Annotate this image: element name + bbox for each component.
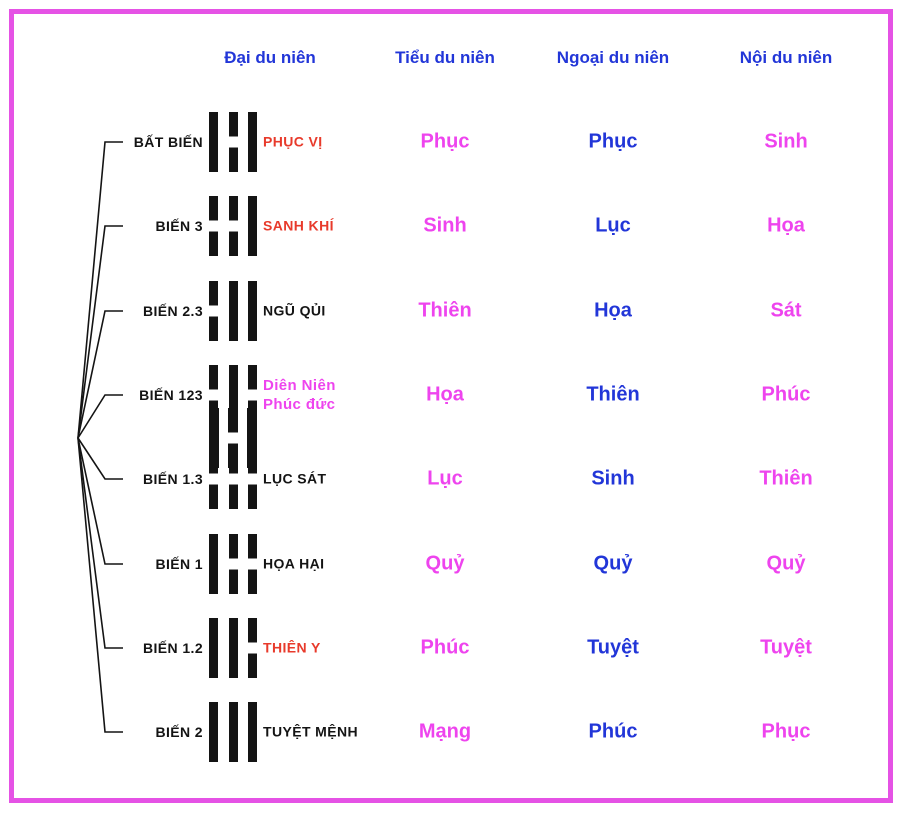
variation-row: BIẾN 2.3 NGŨ QỦI Thiên Họa Sát: [0, 269, 913, 353]
noi-du-nien-value: Tuyệt: [760, 636, 812, 659]
trigram-bar-broken: [228, 408, 238, 468]
noi-du-nien-value: Thiên: [759, 467, 813, 490]
column-header-dai-du-nien: Đại du niên: [224, 48, 316, 67]
branch-label: BIẾN 1.2: [143, 640, 203, 656]
trigram-bar-broken: [228, 112, 238, 172]
noi-du-nien-value: Sinh: [764, 130, 808, 153]
variation-row: BIẾN 1.3 LỤC SÁT Lục Sinh Thiên: [0, 437, 913, 521]
trigram-bar-solid: [209, 618, 218, 678]
trigram-bar-broken: [209, 281, 218, 341]
noi-du-nien-value: Họa: [767, 214, 805, 237]
branch-label: BIẾN 2.3: [143, 303, 203, 319]
dai-du-nien-name: TUYỆT MỆNH: [263, 723, 358, 740]
dai-du-nien-name: THIÊN Y: [263, 639, 321, 656]
ngoai-du-nien-value: Lục: [595, 214, 631, 237]
trigram-bar-broken: [228, 449, 238, 509]
root-trigram: [209, 408, 257, 468]
column-header-noi-du-nien: Nội du niên: [739, 48, 833, 67]
dai-du-nien-name: LỤC SÁT: [263, 470, 327, 487]
branch-line: [77, 437, 123, 649]
trigram: [209, 449, 257, 509]
variation-row: BIẾN 1.2 THIÊN Y Phúc Tuyệt Tuyệt: [0, 606, 913, 690]
trigram: [209, 534, 257, 594]
trigram: [209, 702, 257, 762]
column-header-tieu-du-nien: Tiểu du niên: [395, 48, 495, 67]
branch-line: [77, 141, 123, 439]
trigram-bar-solid: [247, 408, 257, 468]
branch-label: BẤT BIẾN: [133, 134, 203, 150]
tieu-du-nien-value: Mạng: [418, 720, 472, 743]
trigram: [209, 112, 257, 172]
ngoai-du-nien-value: Phúc: [588, 720, 638, 743]
variation-row: BIẾN 1 HỌA HẠI Quỷ Quỷ Quỷ: [0, 522, 913, 606]
branch-label: BIẾN 3: [155, 218, 203, 234]
ngoai-du-nien-value: Sinh: [591, 467, 635, 490]
dai-du-nien-name: HỌA HẠI: [263, 555, 325, 572]
branch-label: BIẾN 1.3: [143, 471, 203, 487]
ngoai-du-nien-value: Quỷ: [593, 552, 633, 575]
branch-line: [77, 437, 123, 733]
dai-du-nien-name: PHỤC VỊ: [263, 133, 323, 150]
trigram-bar-solid: [209, 112, 218, 172]
ngoai-du-nien-value: Họa: [594, 299, 632, 322]
tieu-du-nien-value: Phục: [420, 130, 470, 153]
branch-line: [77, 310, 123, 439]
tieu-du-nien-value: Quỷ: [425, 552, 465, 575]
trigram-bar-broken: [209, 365, 218, 425]
trigram-bar-solid: [228, 365, 238, 425]
trigram-bar-solid: [228, 618, 238, 678]
trigram-bar-broken: [248, 365, 257, 425]
noi-du-nien-value: Sát: [770, 299, 802, 322]
trigram: [209, 365, 257, 425]
trigram-bar-broken: [209, 449, 218, 509]
branch-line: [77, 437, 123, 565]
dai-du-nien-name: SANH KHÍ: [263, 217, 334, 234]
branch-label: BIẾN 2: [155, 724, 203, 740]
variation-row: BIẾN 123 Diên Niên Phúc đức Họa Thiên Ph…: [0, 353, 913, 437]
trigram-bar-solid: [228, 281, 238, 341]
trigram-bar-solid: [248, 112, 257, 172]
trigram-bar-broken: [248, 534, 257, 594]
trigram-bar-broken: [228, 534, 238, 594]
column-header-ngoai-du-nien: Ngoại du niên: [556, 48, 670, 67]
trigram-bar-broken: [248, 449, 257, 509]
tieu-du-nien-value: Phúc: [420, 636, 470, 659]
variation-row: BIẾN 2 TUYỆT MỆNH Mạng Phúc Phục: [0, 690, 913, 774]
trigram-bar-solid: [228, 702, 238, 762]
trigram-bar-solid: [248, 196, 257, 256]
trigram: [209, 196, 257, 256]
ngoai-du-nien-value: Phục: [588, 130, 638, 153]
trigram-bar-solid: [209, 702, 218, 762]
branch-line: [77, 225, 123, 439]
variation-row: BIẾN 3 SANH KHÍ Sinh Lục Họa: [0, 184, 913, 268]
tieu-du-nien-value: Họa: [426, 383, 464, 406]
trigram-bar-broken: [209, 196, 218, 256]
noi-du-nien-value: Phúc: [761, 383, 811, 406]
trigram-bar-solid: [209, 408, 219, 468]
dai-du-nien-name: Diên Niên Phúc đức: [263, 377, 336, 413]
dai-du-nien-name: NGŨ QỦI: [263, 302, 326, 319]
ngoai-du-nien-value: Thiên: [586, 383, 640, 406]
tieu-du-nien-value: Sinh: [423, 214, 467, 237]
trigram-bar-solid: [209, 534, 218, 594]
tieu-du-nien-value: Lục: [427, 467, 463, 490]
variation-row: BẤT BIẾN PHỤC VỊ Phục Phục Sinh: [0, 100, 913, 184]
trigram-bar-solid: [248, 702, 257, 762]
branch-line: [77, 394, 123, 439]
trigram: [209, 618, 257, 678]
trigram-bar-broken: [248, 618, 257, 678]
trigram-bar-broken: [228, 196, 238, 256]
branch-line: [77, 437, 123, 480]
trigram: [209, 281, 257, 341]
branch-label: BIẾN 1: [155, 556, 203, 572]
noi-du-nien-value: Phục: [761, 720, 811, 743]
branch-label: BIẾN 123: [139, 387, 203, 403]
tieu-du-nien-value: Thiên: [418, 299, 472, 322]
trigram-bar-solid: [248, 281, 257, 341]
ngoai-du-nien-value: Tuyệt: [587, 636, 639, 659]
noi-du-nien-value: Quỷ: [766, 552, 806, 575]
